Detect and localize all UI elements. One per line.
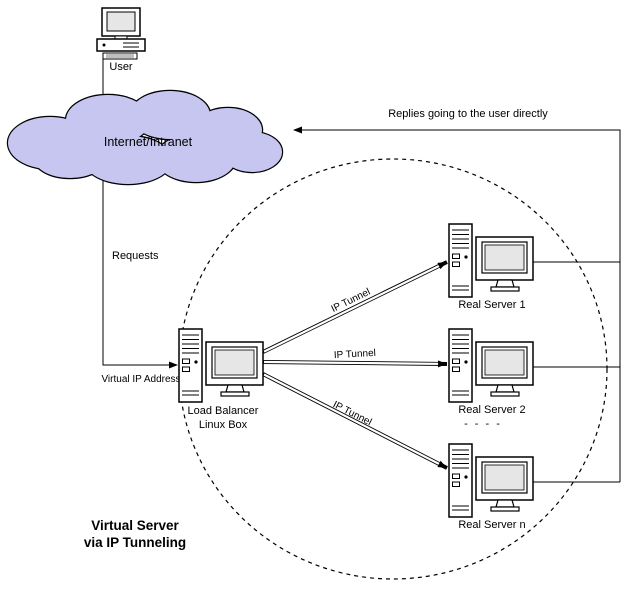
real-server-2-icon [448, 328, 534, 403]
internet-cloud: Internet/Intranet [6, 89, 284, 186]
tunnel-arrowhead-icon [437, 460, 447, 468]
cloud-label: Internet/Intranet [104, 135, 193, 149]
tunnel-arrowhead-icon [437, 262, 447, 270]
ip-tunnel-1: IP Tunnel [262, 260, 448, 354]
real-server-n-icon [448, 443, 534, 518]
load-balancer-icon [178, 328, 264, 403]
reply-lines: Replies going to the user directly [293, 108, 621, 483]
real-server-1-label: Real Server 1 [458, 299, 525, 311]
replies-label: Replies going to the user directly [388, 108, 548, 120]
ip-tunnel-3: IP Tunnel [262, 372, 448, 470]
requests-label: Requests [112, 250, 159, 262]
real-server-n-label: Real Server n [458, 519, 525, 531]
request-arrowhead-icon [169, 361, 178, 369]
user-computer-icon [96, 7, 146, 60]
load-balancer-label-line1: Load Balancer [188, 405, 259, 417]
real-server-2-label: Real Server 2 [458, 404, 525, 416]
diagram-title-line2: via IP Tunneling [84, 535, 186, 550]
real-server-1-icon [448, 223, 534, 298]
load-balancer-label-line2: Linux Box [199, 419, 248, 431]
reply-arrowhead-icon [293, 126, 302, 134]
reply-bus-line [294, 129, 621, 482]
user-label: User [109, 61, 133, 73]
ip-tunnel-label: IP Tunnel [334, 348, 377, 361]
ip-tunnel-2: IP Tunnel [262, 348, 448, 368]
tunnel-arrowhead-icon [437, 360, 447, 368]
diagram-title-line1: Virtual Server [91, 518, 179, 533]
virtual-ip-label: Virtual IP Address [101, 374, 180, 385]
servers-ellipsis-label: - - - - [464, 418, 502, 430]
